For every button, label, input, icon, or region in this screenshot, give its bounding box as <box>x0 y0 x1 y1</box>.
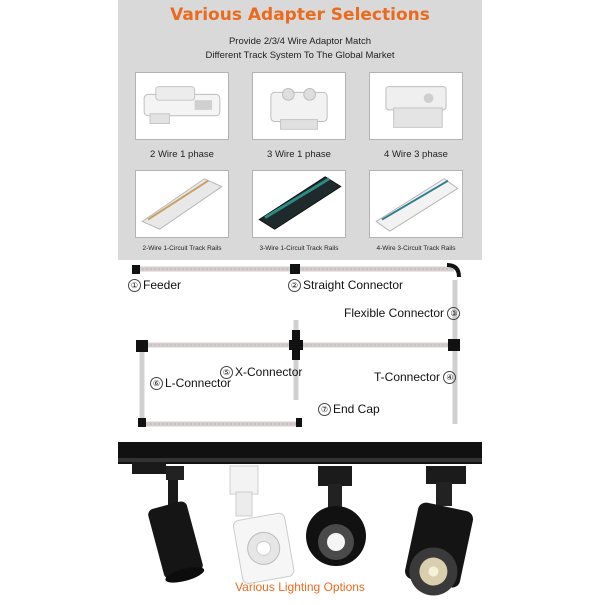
page-title: Various Adapter Selections <box>170 5 430 25</box>
adapter-label: 2 Wire 1 phase <box>150 149 214 160</box>
adapter-4-wire-icon <box>369 72 463 140</box>
rail-3-wire-image <box>252 170 346 238</box>
flexible-connector-label: Flexible Connector ③ <box>344 306 462 321</box>
rail-2-wire-image <box>135 170 229 238</box>
rail-4-wire-image <box>369 170 463 238</box>
rail-label: 2-Wire 1-Circuit Track Rails <box>142 245 222 252</box>
adapter-label: 3 Wire 1 phase <box>267 149 331 160</box>
adapter-label: 4 Wire 3 phase <box>384 149 448 160</box>
lighting-options-caption: Various Lighting Options <box>235 580 365 594</box>
rail-label: 4-Wire 3-Circuit Track Rails <box>376 245 456 252</box>
track-lights-image <box>118 432 482 600</box>
t-connector-label: T-Connector ④ <box>374 370 458 385</box>
adapter-2-wire-icon <box>135 72 229 140</box>
subtitle-line-2: Different Track System To The Global Mar… <box>205 50 395 61</box>
adapter-3-wire-icon <box>252 72 346 140</box>
rail-label: 3-Wire 1-Circuit Track Rails <box>259 245 339 252</box>
subtitle-line-1: Provide 2/3/4 Wire Adaptor Match <box>228 36 372 47</box>
